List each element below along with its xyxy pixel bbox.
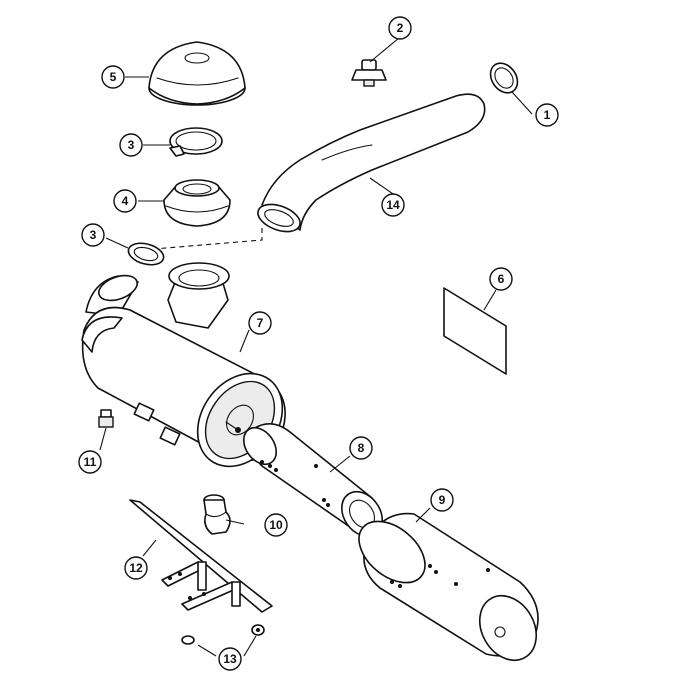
part-restriction-indicator — [351, 59, 387, 87]
part-cover-dome — [148, 41, 246, 106]
svg-text:9: 9 — [439, 493, 446, 507]
part-hose-clamp-right — [489, 62, 519, 94]
callout-7: 7 — [248, 311, 272, 335]
svg-text:6: 6 — [498, 272, 505, 286]
svg-text:10: 10 — [269, 518, 283, 532]
callout-11: 11 — [78, 450, 102, 474]
part-primary-filter-element — [358, 512, 539, 661]
callout-3-upper: 3 — [119, 133, 143, 157]
svg-text:3: 3 — [90, 228, 97, 242]
part-mounting-bracket — [129, 499, 273, 613]
part-hose-clamp-upper — [169, 127, 223, 157]
svg-text:5: 5 — [110, 70, 117, 84]
callout-6: 6 — [489, 267, 513, 291]
svg-text:12: 12 — [129, 561, 143, 575]
svg-text:1: 1 — [544, 108, 551, 122]
svg-text:8: 8 — [358, 441, 365, 455]
svg-text:2: 2 — [397, 21, 404, 35]
callout-3-lower: 3 — [81, 223, 105, 247]
svg-text:7: 7 — [257, 316, 264, 330]
part-drain-plug — [98, 409, 114, 428]
callout-12: 12 — [124, 556, 148, 580]
leader-lines — [99, 37, 533, 657]
callout-14: 14 — [381, 193, 405, 217]
callout-9: 9 — [430, 488, 454, 512]
callout-5: 5 — [101, 65, 125, 89]
assembly-dashed-line — [141, 228, 263, 251]
part-nut-and-washer — [181, 624, 265, 645]
callout-10: 10 — [264, 513, 288, 537]
part-decal — [443, 287, 507, 375]
part-intake-tube — [257, 93, 486, 233]
part-dust-valve — [203, 494, 231, 535]
svg-text:4: 4 — [122, 194, 129, 208]
callout-2: 2 — [388, 16, 412, 40]
part-adapter-sleeve — [163, 179, 231, 227]
callout-1: 1 — [535, 103, 559, 127]
svg-text:14: 14 — [386, 198, 400, 212]
callout-8: 8 — [349, 436, 373, 460]
part-hose-clamp-lower — [127, 242, 165, 266]
svg-text:13: 13 — [223, 652, 237, 666]
svg-text:11: 11 — [84, 455, 97, 469]
callout-4: 4 — [113, 189, 137, 213]
callout-13: 13 — [218, 647, 242, 671]
svg-text:3: 3 — [128, 138, 135, 152]
